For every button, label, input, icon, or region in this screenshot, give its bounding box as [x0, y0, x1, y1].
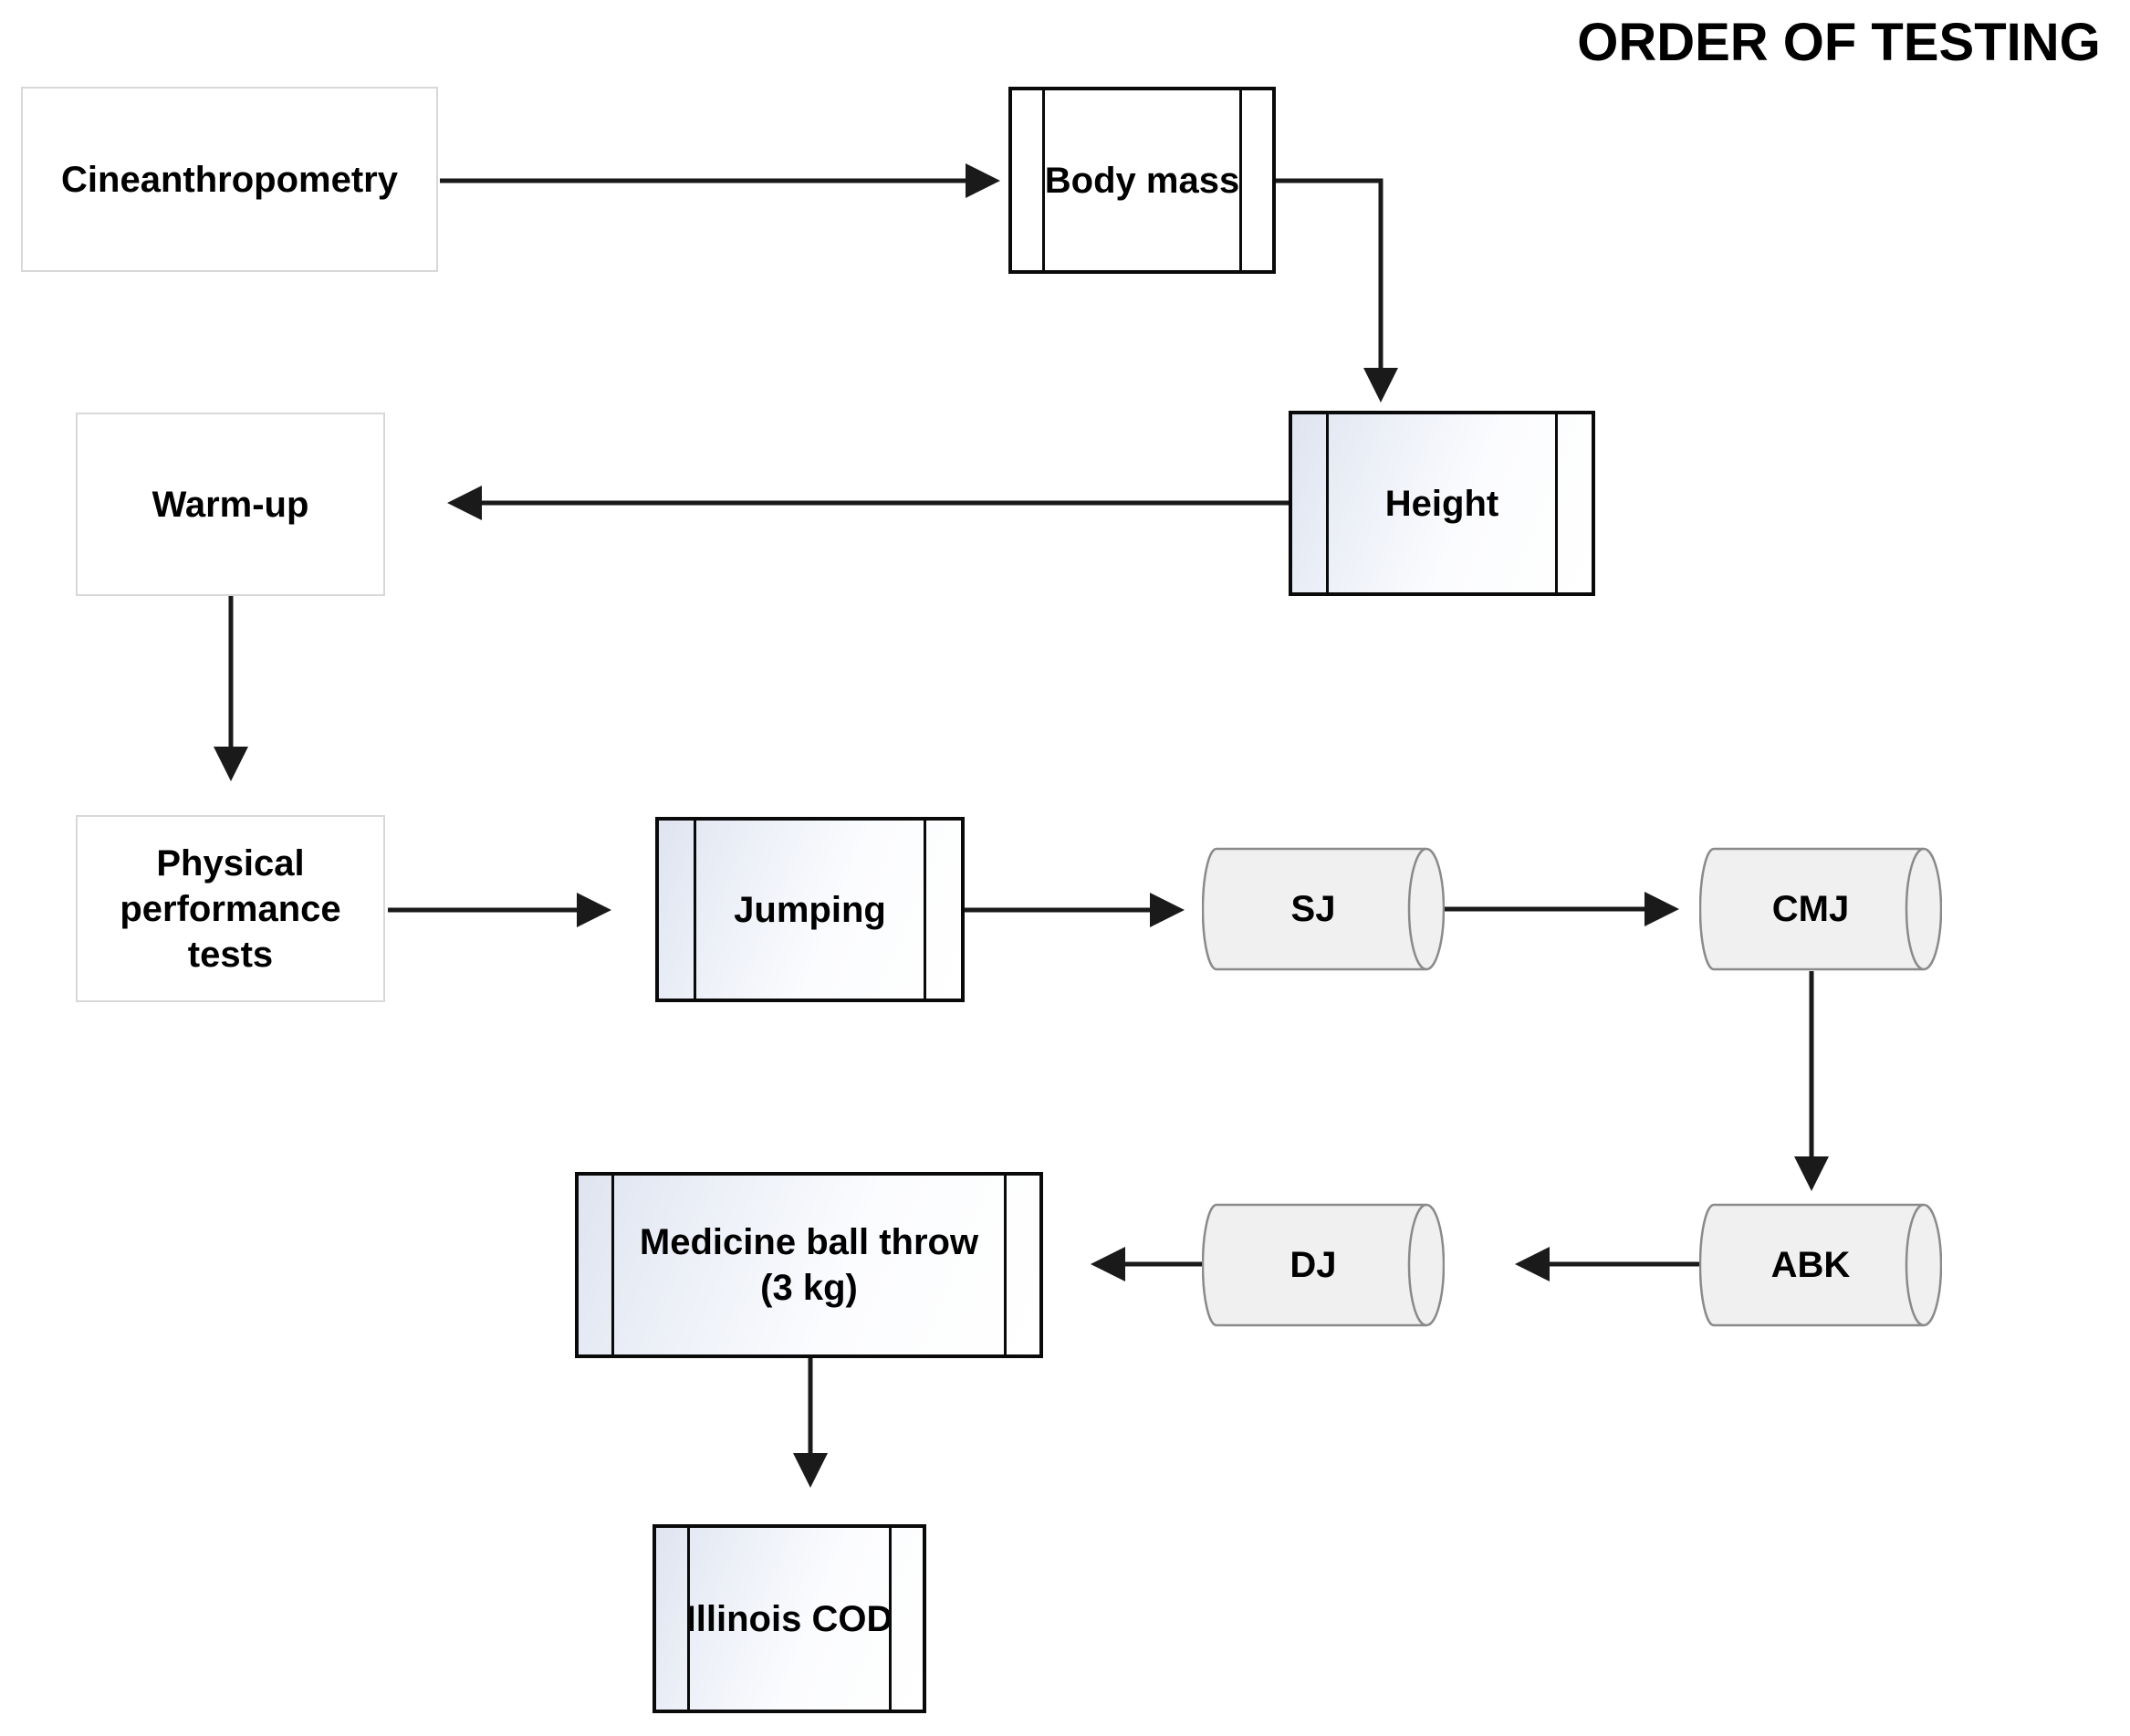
edge-cineanthropometry-to-body-mass	[440, 163, 1000, 198]
edge-warm-up-to-physical-performance-tests	[214, 596, 248, 781]
cylinder-shape	[1699, 847, 1942, 971]
node-abk: ABK	[1699, 1203, 1942, 1327]
predefined-process-right-bar	[1004, 1176, 1007, 1354]
node-illinois-cod: Illinois COD	[653, 1524, 926, 1713]
node-jumping-label: Jumping	[734, 889, 886, 930]
predefined-process-left-bar	[1042, 90, 1045, 270]
predefined-process-left-bar	[687, 1528, 690, 1710]
cylinder-shape	[1202, 1203, 1445, 1327]
node-height-label: Height	[1384, 483, 1499, 524]
node-height: Height	[1289, 411, 1595, 596]
node-sj-label: SJ	[1290, 889, 1336, 929]
predefined-process-right-bar	[1239, 90, 1242, 270]
cylinder-shape	[1699, 1203, 1942, 1327]
edge-jumping-to-sj	[965, 893, 1185, 927]
node-dj: DJ	[1202, 1203, 1445, 1327]
node-medicine-ball-throw: Medicine ball throw (3 kg)	[575, 1172, 1043, 1358]
predefined-process-right-bar	[924, 821, 926, 999]
predefined-process-right-bar	[889, 1528, 892, 1710]
node-sj: SJ	[1202, 847, 1445, 971]
edge-dj-to-medicine-ball-throw	[1091, 1247, 1202, 1281]
node-cmj-label: CMJ	[1771, 889, 1850, 929]
node-body-mass-label: Body mass	[1044, 160, 1240, 201]
edge-cmj-to-abk	[1794, 971, 1829, 1191]
edge-medicine-ball-throw-to-illinois-cod	[793, 1358, 828, 1488]
node-medicine-ball-throw-label: Medicine ball throw (3 kg)	[639, 1222, 979, 1308]
node-physical-performance-tests-label: Physical performance tests	[120, 842, 341, 975]
node-dj-label: DJ	[1289, 1245, 1337, 1285]
node-cineanthropometry-label: Cineanthropometry	[61, 159, 398, 200]
predefined-process-left-bar	[1326, 414, 1329, 592]
node-warm-up: Warm-up	[76, 413, 385, 596]
edge-height-to-warm-up	[447, 486, 1289, 520]
predefined-process-right-bar	[1555, 414, 1558, 592]
node-illinois-cod-label: Illinois COD	[685, 1598, 893, 1639]
predefined-process-left-bar	[611, 1176, 614, 1354]
node-warm-up-label: Warm-up	[151, 484, 309, 525]
node-body-mass: Body mass	[1008, 87, 1276, 274]
node-abk-label: ABK	[1770, 1245, 1851, 1285]
edge-abk-to-dj	[1515, 1247, 1699, 1281]
node-cmj: CMJ	[1699, 847, 1942, 971]
node-jumping: Jumping	[655, 817, 965, 1002]
predefined-process-left-bar	[694, 821, 696, 999]
edge-sj-to-cmj	[1445, 892, 1679, 926]
edge-body-mass-to-height	[1276, 178, 1398, 403]
node-cineanthropometry: Cineanthropometry	[21, 87, 438, 272]
cylinder-shape	[1202, 847, 1445, 971]
diagram-title: ORDER OF TESTING	[1577, 13, 2101, 72]
edge-physical-performance-tests-to-jumping	[388, 893, 611, 927]
node-physical-performance-tests: Physical performance tests	[76, 815, 385, 1002]
